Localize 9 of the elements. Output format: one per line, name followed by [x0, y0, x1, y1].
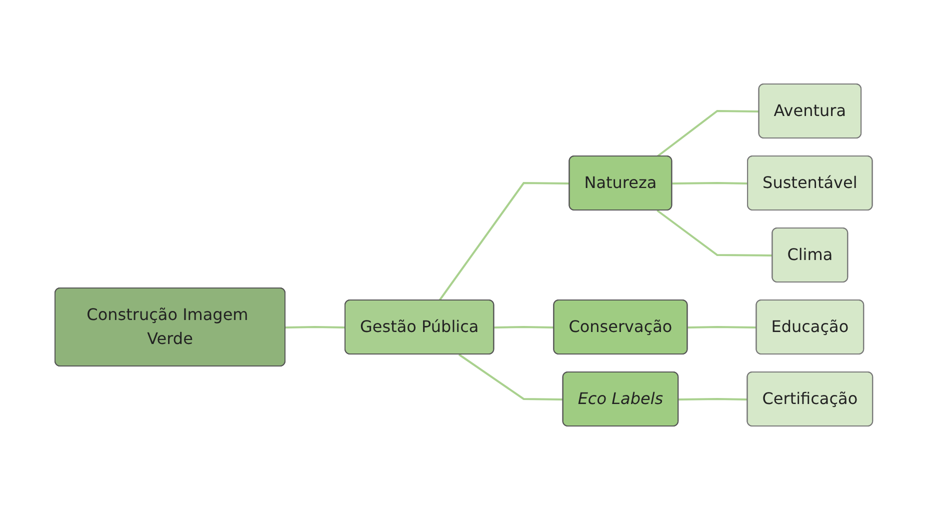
connector	[656, 210, 772, 256]
connector	[687, 326, 756, 328]
connector	[672, 182, 748, 184]
connector	[494, 326, 554, 328]
connector	[285, 326, 346, 328]
connector	[438, 182, 570, 302]
connector	[656, 110, 759, 158]
connector	[678, 398, 748, 400]
connector	[458, 354, 564, 400]
